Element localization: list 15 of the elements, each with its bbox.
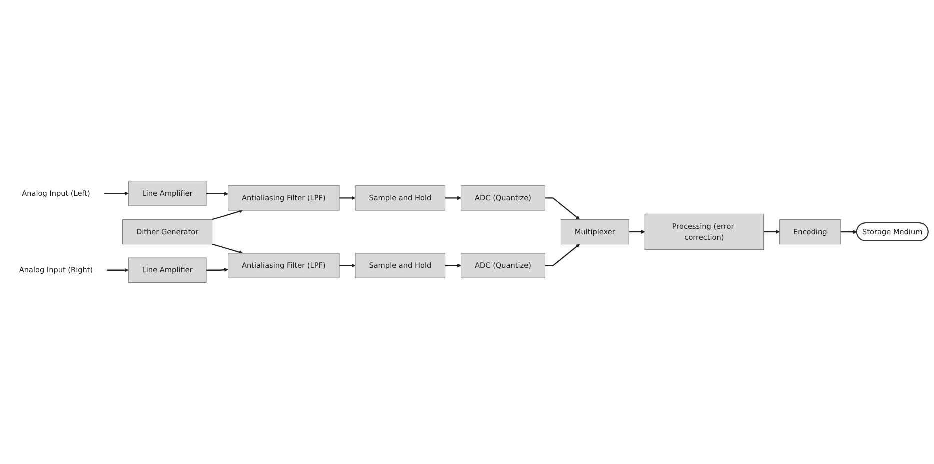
arrow (445, 196, 462, 200)
arrow (212, 210, 244, 220)
arrow (340, 264, 356, 268)
arrow (629, 230, 646, 234)
arrow (545, 244, 580, 266)
arrow (840, 230, 858, 234)
arrow (206, 268, 228, 272)
arrow (106, 268, 129, 272)
arrow (206, 192, 228, 196)
arrow (104, 192, 129, 196)
arrow (212, 244, 244, 254)
arrow (545, 198, 580, 220)
arrow (340, 196, 356, 200)
arrow (445, 264, 462, 268)
arrow (764, 230, 780, 234)
